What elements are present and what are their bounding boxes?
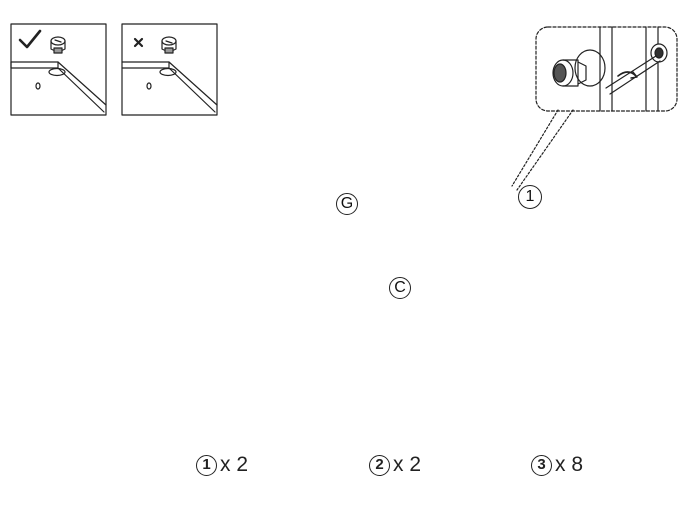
step-number-badge: 1 [518,185,542,209]
panel-c-label: C [389,277,411,299]
hardware-quantity: x 2 [220,453,249,476]
cam-lock-icon [552,59,587,87]
hardware-quantity: x 2 [393,453,422,476]
cross-icon [133,37,144,48]
screwdriver-icon [605,43,668,95]
detail-callout [511,26,678,191]
hardware-number: 2 [369,454,390,476]
hardware-quantity: x 8 [555,453,584,476]
hardware-number: 1 [196,454,217,476]
correct-example-box [10,23,107,116]
hardware-item-1-label: 1 x 2 [196,452,248,478]
incorrect-example-box [121,23,218,116]
cam-lock-icon [50,36,66,54]
cam-lock-icon [161,36,177,54]
hardware-number: 3 [531,454,552,476]
panel-g-label: G [336,193,358,215]
check-icon [18,29,42,49]
hardware-item-2-label: 2 x 2 [369,452,421,478]
hardware-item-3-label: 3 x 8 [531,452,583,478]
